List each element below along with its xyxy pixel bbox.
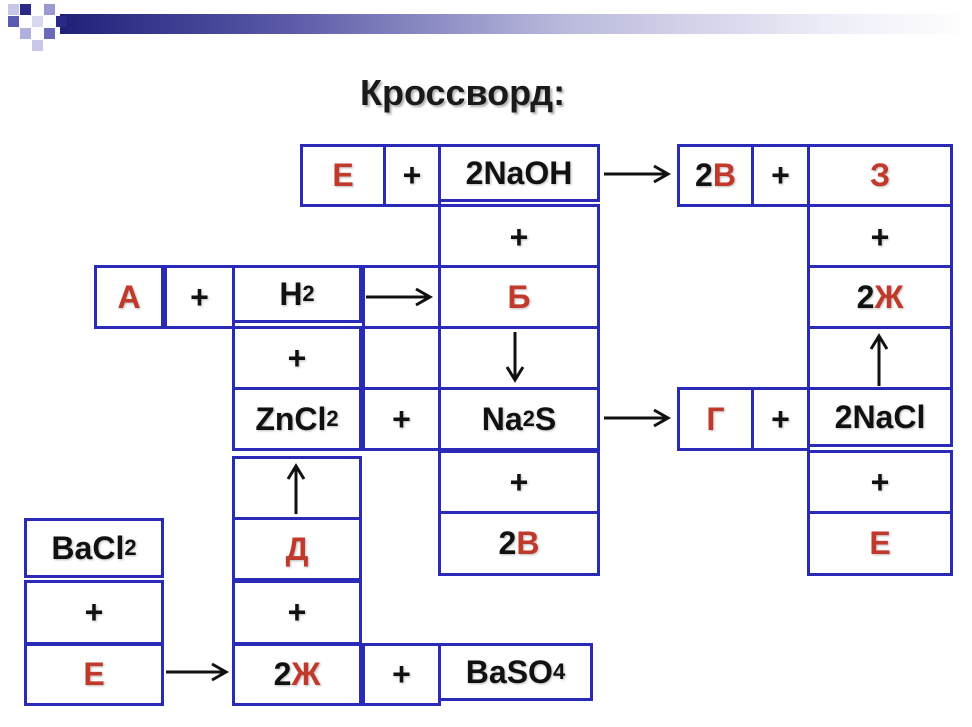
cell-arrow-down	[438, 326, 600, 390]
decor-square	[44, 4, 55, 15]
cell-plus: +	[232, 326, 362, 390]
cell-2nacl: 2NaCl	[807, 387, 953, 447]
cell-letter-a: А	[94, 265, 164, 329]
header-gradient-bar	[60, 14, 972, 34]
cell-letter-e: Е	[300, 144, 386, 207]
cell-plus: +	[362, 387, 441, 451]
cell-plus: +	[751, 144, 810, 207]
cell-empty	[362, 326, 441, 390]
cell-plus: +	[164, 265, 235, 329]
cell-plus: +	[438, 450, 600, 514]
decor-square	[56, 16, 67, 27]
cell-letter-e: Е	[24, 643, 164, 706]
cell-letter-b: Б	[438, 265, 600, 329]
arrow-right-icon	[166, 662, 230, 682]
cell-letter-e: Е	[807, 511, 953, 576]
arrow-right-icon	[604, 164, 672, 184]
cell-plus: +	[383, 144, 441, 207]
decor-square	[44, 28, 55, 39]
decor-square	[20, 4, 31, 15]
page-title: Кроссворд:	[360, 72, 566, 113]
arrow-up-icon	[286, 463, 306, 514]
decor-square	[32, 16, 43, 27]
arrow-up-icon	[869, 333, 889, 386]
cell-plus: +	[438, 204, 600, 270]
arrow-down-icon	[505, 332, 525, 383]
cell-plus: +	[362, 643, 441, 706]
cell-plus: +	[24, 580, 164, 645]
arrow-right-icon	[604, 408, 672, 428]
decor-square	[20, 28, 31, 39]
decor-square	[32, 40, 43, 51]
decorative-header-band	[0, 0, 972, 60]
cell-plus: +	[807, 450, 953, 514]
arrow-right-icon	[366, 287, 434, 307]
cell-letter-z: З	[807, 144, 953, 207]
cell-2naoh: 2NaOH	[438, 144, 600, 202]
cell-letter-d: Д	[232, 517, 362, 581]
cell-plus: +	[751, 387, 810, 451]
decor-square	[8, 4, 19, 15]
decor-square	[8, 16, 19, 27]
cell-letter-g: Г	[677, 387, 754, 451]
cell-plus: +	[807, 204, 953, 270]
cell-plus: +	[232, 580, 362, 645]
